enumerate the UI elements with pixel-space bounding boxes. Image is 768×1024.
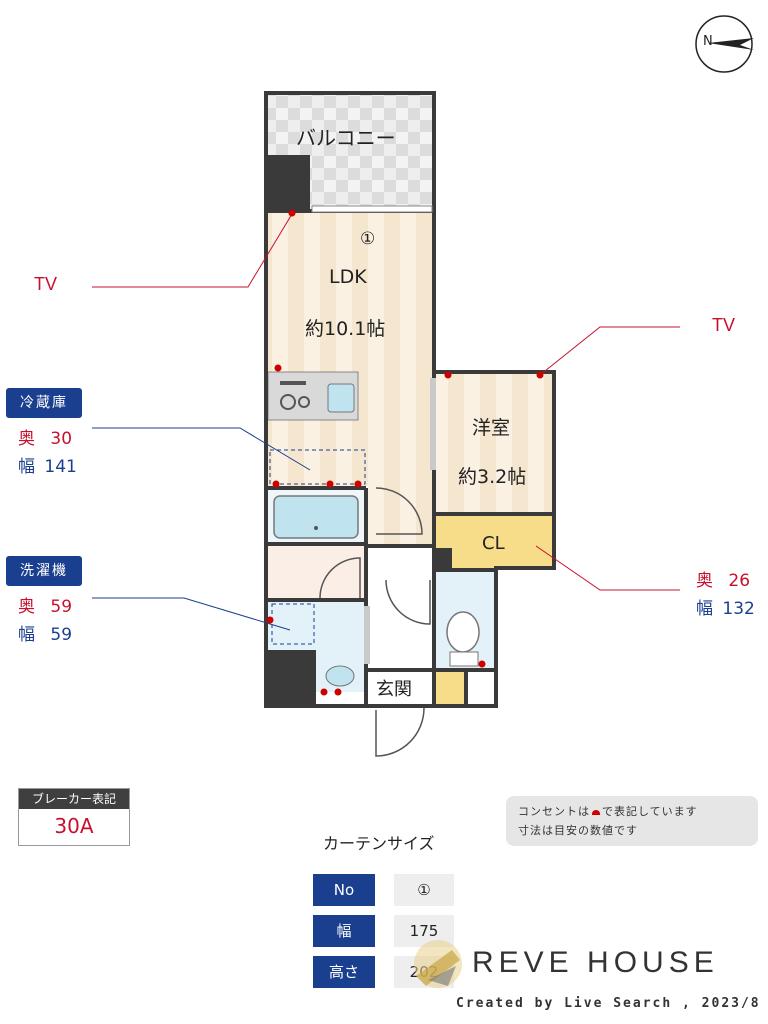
ldk-window-marker: ① bbox=[360, 229, 376, 249]
washer-depth: 奥 59 bbox=[18, 592, 72, 617]
breaker-value: 30A bbox=[54, 814, 94, 838]
ldk-area: 約10.1帖 bbox=[305, 318, 386, 340]
entrance-label: 玄関 bbox=[376, 679, 412, 700]
outlet-note-text-a: コンセントは bbox=[518, 805, 590, 818]
fridge-width-label: 幅 bbox=[18, 457, 35, 477]
washroom-wall-block bbox=[266, 650, 316, 706]
closet-area bbox=[435, 516, 553, 568]
shoe-box bbox=[436, 672, 466, 706]
outlet-note-text-b: で表記しています bbox=[602, 805, 698, 818]
range-hood-bar bbox=[280, 381, 306, 385]
tv-right-leader bbox=[539, 326, 680, 376]
bathtub bbox=[273, 495, 359, 539]
closet-width-label: 幅 bbox=[696, 599, 713, 619]
closet-width-value: 132 bbox=[722, 599, 755, 619]
breaker-title: ブレーカー表記 bbox=[19, 789, 129, 809]
fridge-space bbox=[269, 449, 366, 485]
door-entrance-arc bbox=[375, 707, 425, 757]
sink-basin bbox=[325, 665, 355, 687]
outlet-dot bbox=[274, 364, 282, 372]
toilet-tank bbox=[449, 651, 479, 667]
outlet-dot bbox=[536, 371, 544, 379]
ldk-floor bbox=[268, 211, 434, 486]
closet-leader bbox=[535, 545, 680, 591]
outlet-dot bbox=[266, 616, 274, 624]
door-ldk-arc bbox=[375, 487, 423, 535]
door-toilet-sliding bbox=[364, 606, 370, 664]
washer-tag: 洗濯機 bbox=[6, 556, 82, 586]
toilet-bowl bbox=[446, 611, 480, 653]
washroom-floor bbox=[268, 600, 364, 650]
fridge-depth-value: 30 bbox=[50, 429, 73, 449]
curtain-title: カーテンサイズ bbox=[323, 834, 435, 853]
western-room-area: 約3.2帖 bbox=[458, 466, 527, 488]
fridge-tag: 冷蔵庫 bbox=[6, 388, 82, 418]
curtain-header-height: 高さ bbox=[313, 956, 375, 988]
door-wash-arc bbox=[319, 557, 361, 599]
balcony-wall-block bbox=[266, 155, 310, 211]
curtain-value-no: ① bbox=[394, 874, 454, 906]
balcony-label: バルコニー bbox=[296, 126, 396, 150]
ldk-label: LDK bbox=[329, 266, 367, 288]
compass: N bbox=[694, 14, 754, 74]
washer-space bbox=[271, 603, 315, 645]
door-hall-arc bbox=[385, 579, 431, 625]
outlet-note-dot-icon bbox=[592, 810, 600, 815]
fridge-width-value: 141 bbox=[44, 457, 77, 477]
washer-width-value: 59 bbox=[50, 625, 73, 645]
western-room-label: 洋室 bbox=[472, 417, 511, 439]
outlet-dot bbox=[444, 371, 452, 379]
closet-depth: 奥 26 bbox=[696, 566, 750, 591]
outlet-dot bbox=[288, 209, 296, 217]
closet-depth-label: 奥 bbox=[696, 571, 713, 591]
breaker-box: ブレーカー表記 30A bbox=[18, 788, 130, 846]
outlet-dot bbox=[334, 688, 342, 696]
fridge-leader bbox=[92, 427, 311, 471]
outlet-note: コンセントはで表記しています 寸法は目安の数値です bbox=[506, 796, 758, 846]
brand-logo-icon bbox=[414, 940, 462, 988]
balcony-window bbox=[311, 205, 433, 213]
brand-name: REVE HOUSE bbox=[472, 946, 719, 979]
tv-left-label: TV bbox=[34, 274, 58, 294]
entrance-floor bbox=[368, 670, 434, 704]
outlet-dot bbox=[354, 480, 362, 488]
closet-label: CL bbox=[482, 533, 505, 554]
tv-left-leader bbox=[92, 213, 293, 288]
outlet-dot bbox=[326, 480, 334, 488]
brand-credit: Created by Live Search , 2023/8 bbox=[456, 996, 761, 1011]
fridge-depth-label: 奥 bbox=[18, 429, 35, 449]
outlet-note-line2: 寸法は目安の数値です bbox=[518, 824, 638, 837]
outlet-note-line1: コンセントはで表記しています bbox=[518, 802, 746, 821]
door-western-sliding bbox=[430, 378, 436, 470]
curtain-header-no: No bbox=[313, 874, 375, 906]
fridge-width: 幅 141 bbox=[18, 452, 77, 477]
bathtub-drain bbox=[314, 526, 318, 530]
tv-right-label: TV bbox=[712, 315, 736, 335]
outlet-dot bbox=[272, 480, 280, 488]
fridge-depth: 奥 30 bbox=[18, 424, 72, 449]
washer-depth-label: 奥 bbox=[18, 597, 35, 617]
closet-width: 幅 132 bbox=[696, 594, 755, 619]
curtain-header-width: 幅 bbox=[313, 915, 375, 947]
western-room-floor bbox=[435, 373, 553, 515]
compass-icon bbox=[695, 15, 754, 73]
washer-leader bbox=[92, 597, 291, 631]
outlet-dot bbox=[478, 660, 486, 668]
washer-width-label: 幅 bbox=[18, 625, 35, 645]
stove-burner-left bbox=[280, 394, 296, 410]
outlet-dot bbox=[320, 688, 328, 696]
washer-width: 幅 59 bbox=[18, 620, 72, 645]
compass-north-label: N bbox=[703, 34, 713, 49]
kitchen-sink bbox=[327, 383, 355, 413]
closet-depth-value: 26 bbox=[728, 571, 751, 591]
washer-depth-value: 59 bbox=[50, 597, 73, 617]
entrance-wall-block bbox=[436, 548, 452, 570]
stove-burner-right bbox=[298, 396, 310, 408]
toilet-hall-floor bbox=[268, 545, 364, 600]
